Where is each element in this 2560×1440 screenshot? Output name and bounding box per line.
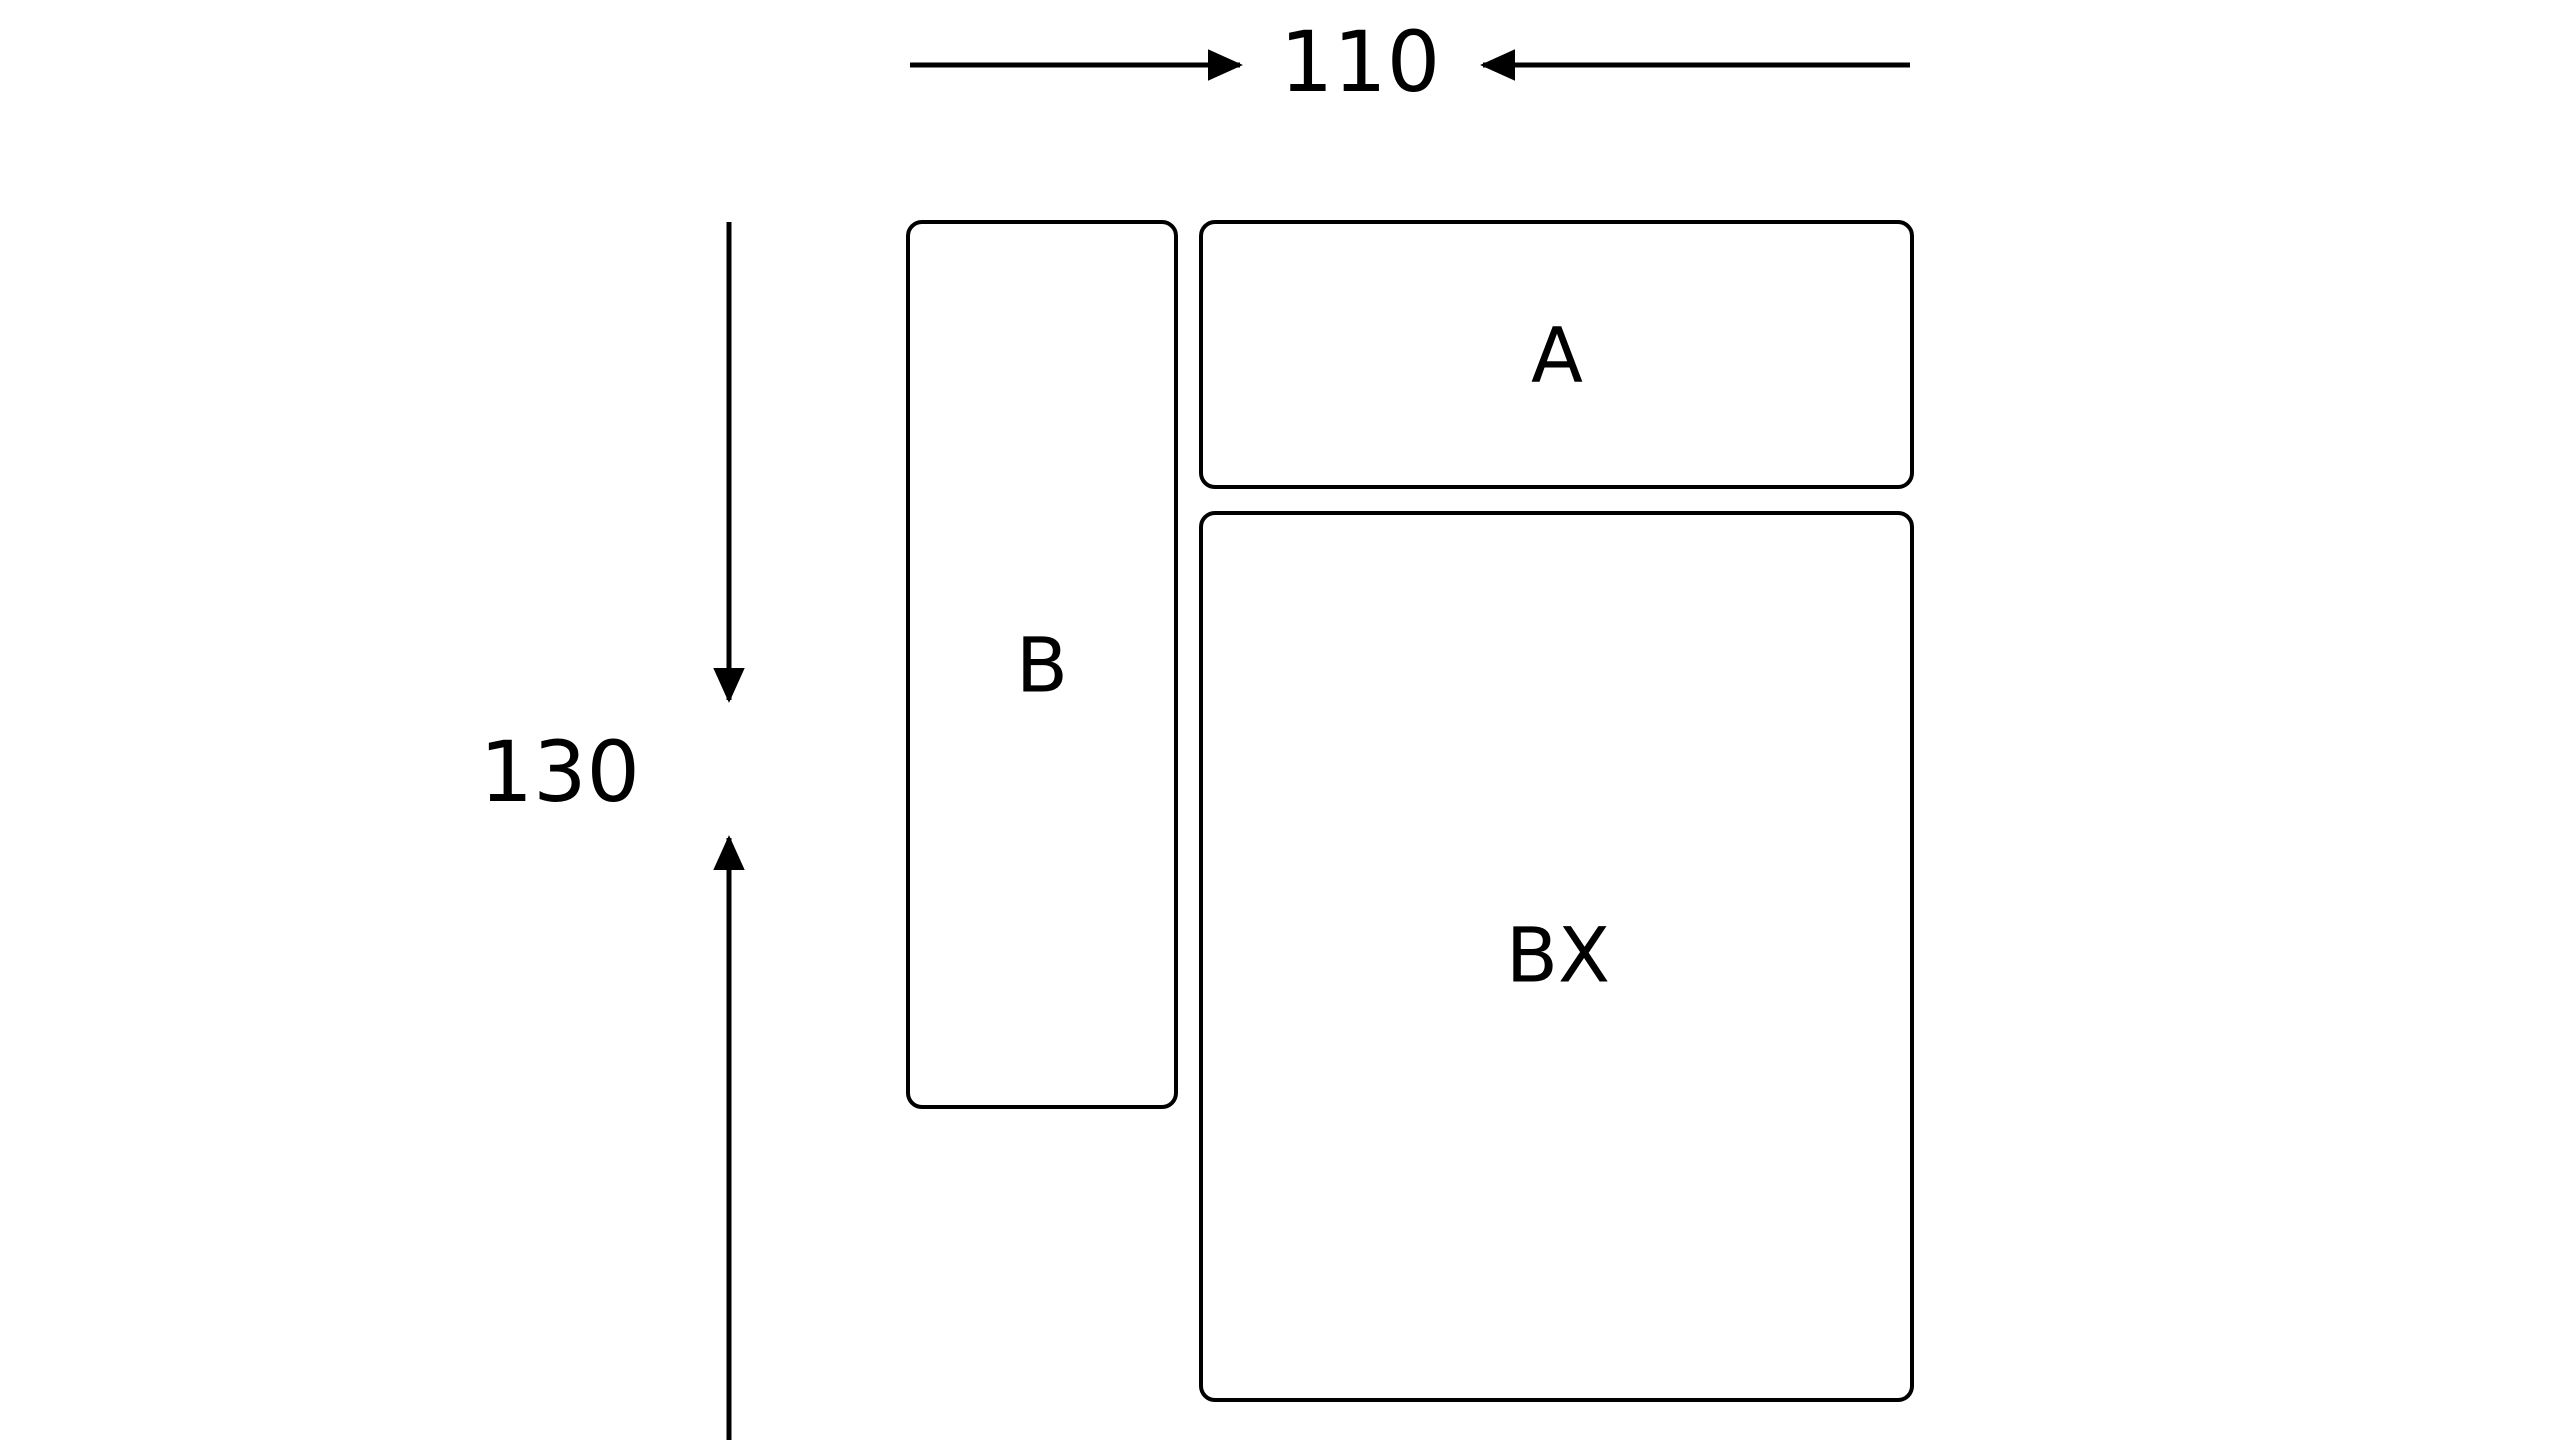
panel-b-outline[interactable] xyxy=(906,220,1178,1109)
panel-bx-group[interactable]: BX xyxy=(1199,511,1914,1402)
panel-bx-label: BX xyxy=(1506,911,1610,1000)
panel-b-group[interactable]: B xyxy=(906,220,1178,1109)
dimension-height-label: 130 xyxy=(480,723,640,821)
dimension-height-group: 130 xyxy=(480,222,745,1440)
panel-a-label: A xyxy=(1531,311,1583,400)
panel-bx-outline[interactable] xyxy=(1199,511,1914,1402)
panel-b-label: B xyxy=(1016,621,1068,710)
dimension-width-group: 110 xyxy=(910,13,1910,111)
panel-a-outline[interactable] xyxy=(1199,220,1914,489)
panel-a-group[interactable]: A xyxy=(1199,220,1914,489)
dimension-width-label: 110 xyxy=(1280,13,1440,111)
